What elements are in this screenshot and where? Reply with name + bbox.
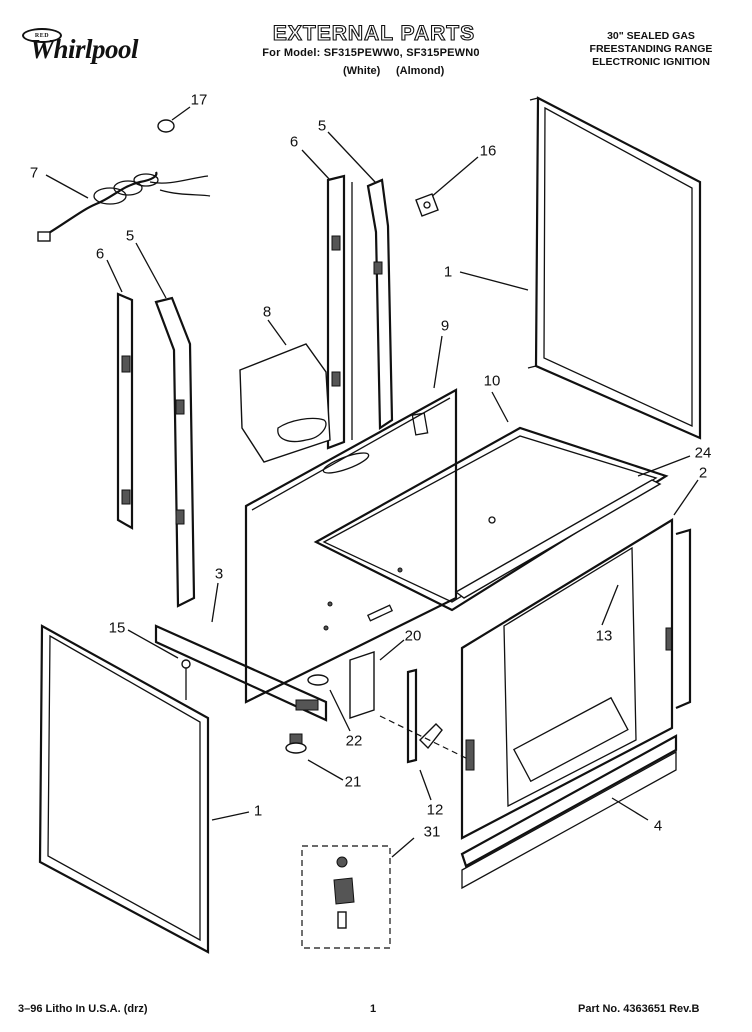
part-16-bracket — [415, 193, 439, 217]
callout-12: 12 — [426, 801, 444, 819]
model-line: For Model: SF315PEWW0, SF315PEWN0 — [262, 47, 480, 59]
callout-5: 5 — [125, 227, 135, 245]
callout-6: 6 — [95, 245, 105, 263]
leader-lines — [45, 106, 699, 858]
variant-almond: (Almond) — [396, 65, 445, 77]
callout-21: 21 — [344, 773, 362, 791]
side-panel-left — [38, 624, 210, 954]
brand-mark-icon: RED — [22, 28, 62, 43]
part-4-front-rail — [460, 734, 678, 890]
rear-channel-top — [326, 174, 394, 450]
part-24-trim-strip — [454, 479, 662, 599]
footer-litho: 3–96 Litho In U.S.A. (drz) — [18, 1003, 148, 1015]
rear-channel-left — [116, 292, 196, 608]
part-21-leveling-leg — [285, 733, 307, 754]
part-13-front-frame — [460, 518, 674, 840]
dashed-connectors — [379, 715, 471, 761]
part-2-side-trim — [665, 528, 692, 710]
callout-2: 2 — [698, 464, 708, 482]
variant-white: (White) — [343, 65, 381, 77]
footer-page-number: 1 — [370, 1003, 377, 1015]
callout-16: 16 — [479, 142, 497, 160]
part-22-spacer — [307, 674, 329, 686]
callout-8: 8 — [262, 303, 272, 321]
part-12-hinge-bracket — [406, 668, 443, 764]
product-desc-line-1: 30" SEALED GAS — [607, 30, 695, 42]
side-panel-right — [527, 96, 702, 440]
power-cord — [37, 171, 211, 242]
callout-10: 10 — [483, 372, 501, 390]
callout-24: 24 — [694, 444, 712, 462]
callout-15: 15 — [108, 619, 126, 637]
callout-22: 22 — [345, 732, 363, 750]
callout-20: 20 — [404, 627, 422, 645]
footer-part-number: Part No. 4363651 Rev.B — [578, 1003, 700, 1015]
callout-4: 4 — [653, 817, 663, 835]
part-31-hardware-kit — [301, 845, 391, 949]
part-20-bracket — [349, 651, 375, 719]
callout-6: 6 — [289, 133, 299, 151]
callout-9: 9 — [440, 317, 450, 335]
page-title: EXTERNAL PARTS — [272, 21, 476, 45]
callout-1: 1 — [443, 263, 453, 281]
product-desc-line-2: FREESTANDING RANGE — [589, 43, 713, 55]
callout-13: 13 — [595, 627, 613, 645]
part-9-back-panel — [244, 388, 458, 704]
callout-17: 17 — [190, 91, 208, 109]
part-10-cooktop-pan — [313, 426, 669, 612]
product-description: 30" SEALED GAS FREESTANDING RANGE ELECTR… — [566, 30, 736, 69]
callout-3: 3 — [214, 565, 224, 583]
callout-7: 7 — [29, 164, 39, 182]
part-3-base-rail — [154, 624, 328, 722]
brand-logo: Whirlpool — [30, 34, 139, 64]
product-desc-line-3: ELECTRONIC IGNITION — [592, 56, 710, 68]
callout-31: 31 — [423, 823, 441, 841]
callout-1: 1 — [253, 802, 263, 820]
part-8-burner-box — [239, 343, 370, 474]
part-17-clip — [157, 119, 175, 133]
part-15-screw — [181, 659, 191, 700]
callout-5: 5 — [317, 117, 327, 135]
